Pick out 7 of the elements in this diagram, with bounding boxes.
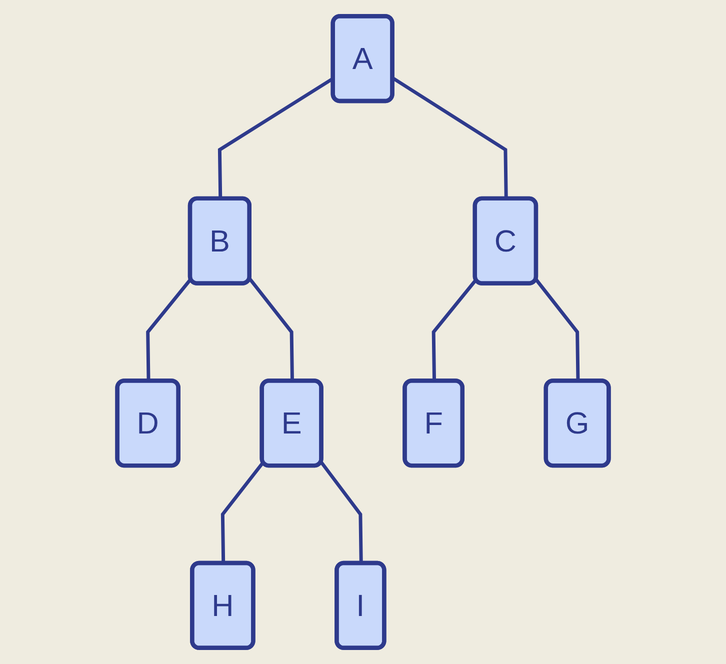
connector <box>248 278 294 382</box>
connector <box>534 278 580 382</box>
connector <box>432 278 478 382</box>
connector <box>220 461 265 564</box>
connector <box>392 76 508 200</box>
connector <box>146 278 192 382</box>
connector <box>320 461 363 564</box>
